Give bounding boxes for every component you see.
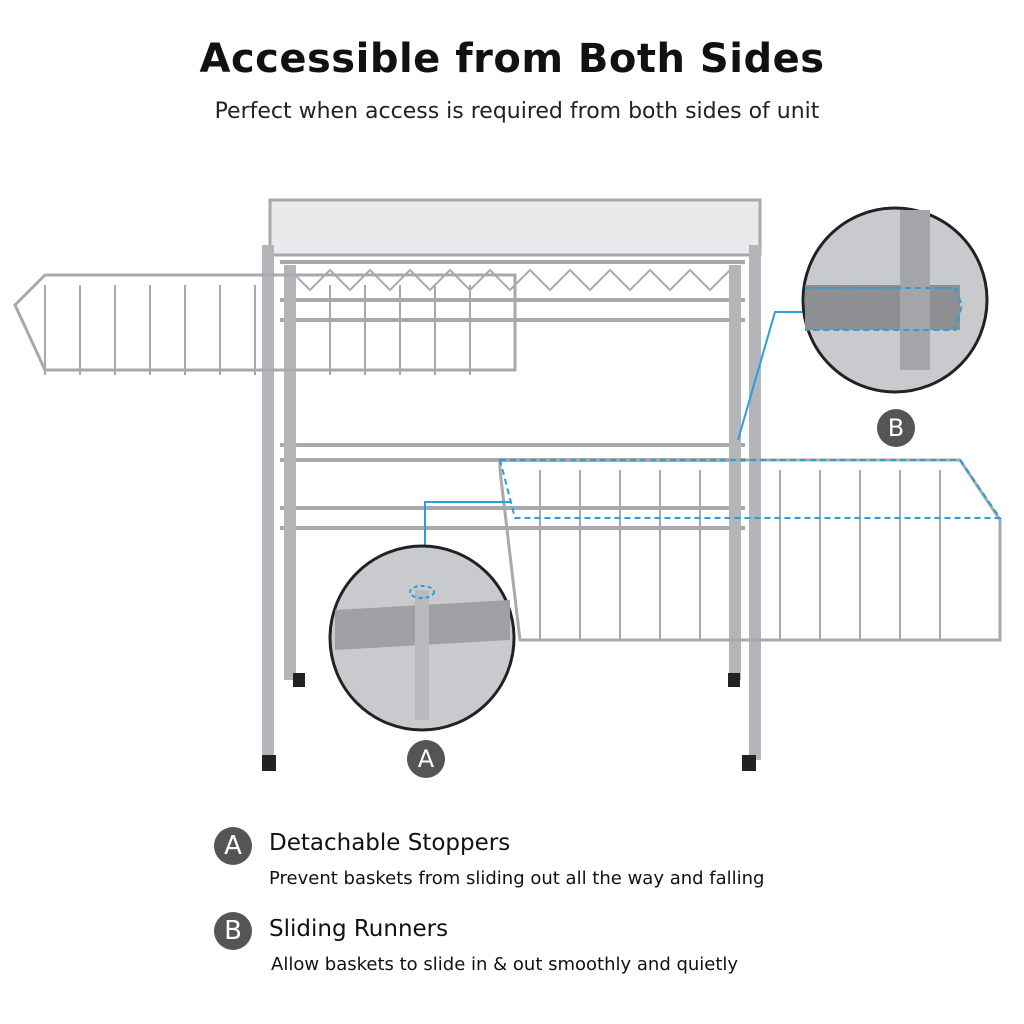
- page-title: Accessible from Both Sides: [199, 36, 825, 82]
- left-basket: [13, 273, 517, 372]
- feature-badge-b: B: [214, 912, 252, 950]
- callout-badge-a: A: [407, 740, 445, 778]
- feature-badge-a: A: [214, 827, 252, 865]
- feature-description: Allow baskets to slide in & out smoothly…: [271, 954, 739, 975]
- feature-title: Detachable Stoppers: [269, 830, 511, 856]
- feature-title: Sliding Runners: [269, 916, 449, 942]
- feature-description: Prevent baskets from sliding out all the…: [269, 868, 765, 889]
- shelf-legs: [262, 245, 761, 760]
- top-shelf: [268, 198, 762, 257]
- page-subtitle: Perfect when access is required from bot…: [214, 99, 820, 124]
- detail-circle-b: [801, 206, 989, 394]
- detail-circle-a: [328, 544, 516, 732]
- callout-badge-b: B: [877, 409, 915, 447]
- runner-highlight: [498, 459, 1002, 519]
